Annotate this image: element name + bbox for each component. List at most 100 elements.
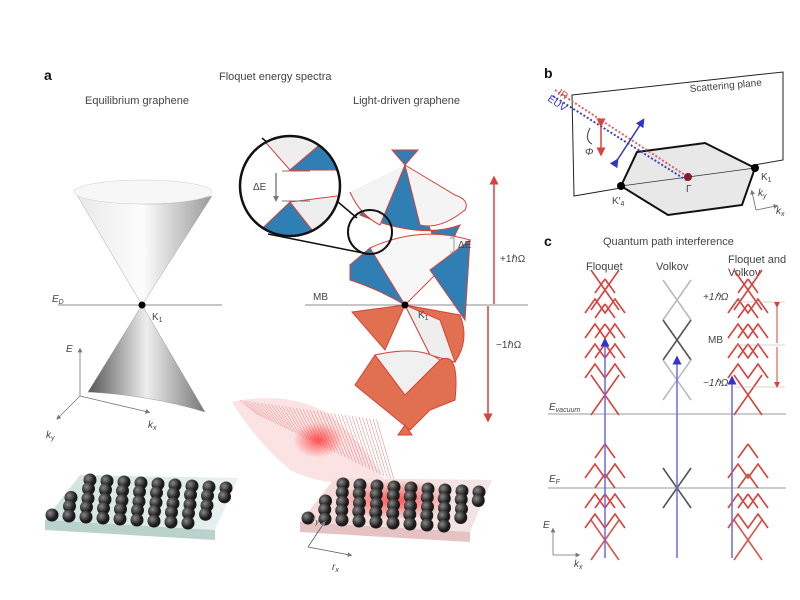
carbon-atom [164, 515, 178, 529]
panel-c-title: Quantum path interference [603, 236, 734, 248]
carbon-atom [165, 505, 178, 519]
axis-kx-label-c: kx [574, 559, 583, 571]
gap-label: ΔE [458, 240, 472, 251]
carbon-atom [335, 513, 349, 527]
carbon-atom [318, 503, 332, 516]
carbon-atom [97, 501, 110, 515]
carbon-atom [386, 507, 400, 520]
col-both-line1: Floquet and [728, 254, 786, 266]
plus-photon-label: +1ℏΩ [500, 254, 526, 265]
carbon-atom [369, 506, 383, 519]
band-crossing [662, 319, 692, 361]
gamma-label: Γ [686, 184, 692, 195]
k-point-driven-dot [401, 301, 409, 309]
wave-line [337, 413, 357, 463]
carbon-atom [420, 509, 434, 522]
wave-line [239, 399, 259, 416]
gapped-band [727, 462, 769, 480]
angle-label: Φ [585, 147, 593, 158]
light-field-wave [232, 398, 395, 484]
gapped-band [737, 493, 759, 509]
wave-line [372, 418, 392, 480]
panel-a-letter: a [44, 67, 52, 83]
carbon-atom [218, 490, 231, 504]
wave-line [264, 403, 283, 428]
carbon-atom [318, 512, 332, 526]
carbon-atom [133, 485, 146, 499]
k-point-driven-label: K1 [418, 310, 429, 322]
panel-a-title: Floquet energy spectra [219, 71, 332, 83]
carbon-atom [352, 505, 366, 518]
dirac-cone [73, 179, 213, 413]
band-crossing [733, 269, 763, 311]
gapped-band [594, 278, 616, 294]
wave-line [243, 400, 262, 417]
carbon-atom [114, 502, 127, 516]
carbon-atom [437, 510, 451, 523]
carbon-atom [45, 508, 59, 522]
driven-graphene-sample [300, 477, 492, 542]
wave-line [278, 405, 297, 434]
axis-ky-label-b: ky [758, 188, 767, 200]
carbon-atom [471, 494, 485, 507]
momentum-axes-c [550, 527, 581, 558]
band-crossing [733, 374, 763, 416]
carbon-atom [352, 514, 366, 528]
panel-b-letter: b [544, 65, 553, 81]
panel-c-letter: c [544, 233, 552, 249]
gapped-band [737, 303, 759, 319]
carbon-atom [167, 487, 180, 501]
axis-kx-label-b: kx [776, 206, 785, 218]
carbon-atom [99, 483, 112, 497]
gapped-band [727, 342, 769, 360]
band-crossing [662, 279, 692, 321]
wave-line [355, 416, 374, 472]
k4-label: K′4 [612, 196, 625, 208]
carbon-atom [113, 512, 127, 526]
k-point-label: K1 [152, 312, 163, 324]
wave-line [351, 415, 371, 470]
carbon-atom [82, 482, 95, 496]
carbon-atom [148, 504, 161, 518]
gapped-band [737, 323, 759, 339]
rotation-angle-icon [586, 127, 593, 145]
gapped-band [584, 297, 626, 315]
carbon-atom [150, 486, 163, 500]
e-fermi-label: EF [549, 474, 561, 486]
gapped-band [727, 492, 769, 510]
carbon-atom [201, 489, 214, 503]
wave-line [253, 401, 273, 422]
light-driven-title: Light-driven graphene [353, 95, 460, 107]
k4-point [617, 182, 625, 190]
axis-e-label: E [66, 344, 73, 355]
gapped-band [594, 473, 616, 489]
axis-ry-label: ry [312, 514, 319, 526]
carbon-atom [63, 499, 76, 513]
carbon-atom [454, 493, 468, 506]
axis-rx-label: rx [332, 562, 339, 574]
wave-line [334, 413, 353, 461]
wave-line [369, 418, 388, 478]
wave-line [250, 401, 269, 421]
carbon-atom [116, 484, 129, 498]
e-vacuum-label: Evacuum [549, 402, 580, 414]
carbon-atom [130, 513, 144, 527]
gapped-band [727, 322, 769, 340]
graphene-sample [45, 473, 238, 540]
carbon-atom [403, 490, 417, 503]
col-both-line2: Volkov [728, 267, 761, 279]
dirac-energy-label: ED [52, 294, 64, 306]
carbon-atom [369, 515, 383, 529]
gapped-band [737, 343, 759, 359]
wave-line [365, 417, 385, 477]
gapped-band [594, 443, 616, 459]
wave-line [267, 403, 287, 429]
carbon-atom [386, 489, 400, 502]
carbon-atom [420, 518, 434, 532]
carbon-atom [454, 511, 468, 524]
wave-line [348, 415, 367, 468]
wave-line [260, 402, 280, 426]
col-volkov: Volkov [656, 261, 689, 273]
carbon-atom [437, 492, 451, 505]
